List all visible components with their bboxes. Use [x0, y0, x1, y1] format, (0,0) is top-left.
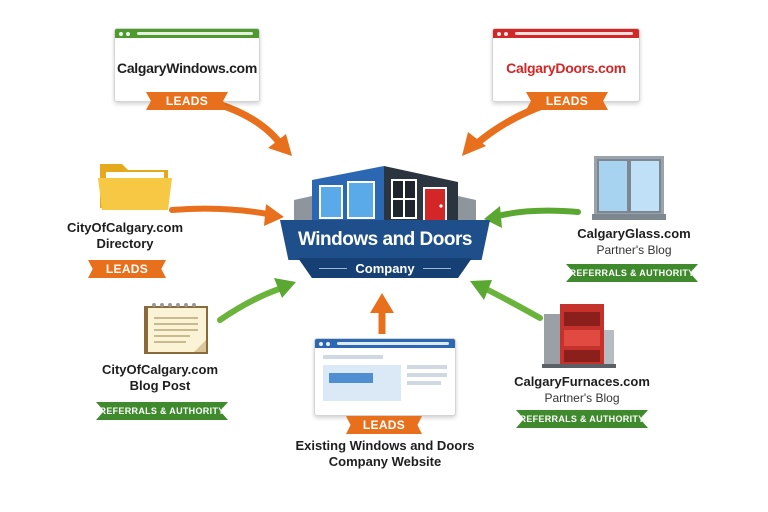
browser-window-icon — [492, 28, 640, 102]
glass-subtitle: Partner's Blog — [596, 243, 672, 257]
blog-post-label: CityOfCalgary.com Blog Post — [100, 362, 220, 394]
node-existing-website: LEADS Existing Windows and Doors Company… — [290, 338, 480, 478]
node-calgary-furnaces: CalgaryFurnaces.com Partner's Blog REFER… — [512, 300, 662, 432]
arrow-directory-to-center — [169, 204, 284, 226]
arrow-windows-to-center — [214, 100, 292, 156]
directory-subtitle: Directory — [96, 236, 154, 251]
furnaces-subtitle: Partner's Blog — [544, 391, 620, 405]
window-icon — [592, 156, 666, 220]
directory-label: CityOfCalgary.com Directory — [60, 220, 190, 252]
website-screenshot-icon — [314, 338, 456, 416]
referrals-badge: REFERRALS & AUTHORITY — [566, 264, 698, 282]
blog-post-title: CityOfCalgary.com — [101, 362, 219, 377]
company-subtitle-banner: Company — [298, 258, 472, 278]
company-subtitle: Company — [355, 260, 415, 276]
company-banner: Windows and Doors — [280, 220, 490, 260]
node-city-blog-post: CityOfCalgary.com Blog Post REFERRALS & … — [94, 300, 234, 422]
notepad-icon — [144, 303, 208, 354]
node-calgary-glass: CalgaryGlass.com Partner's Blog REFERRAL… — [566, 152, 702, 284]
existing-site-caption: Existing Windows and Doors Company Websi… — [290, 438, 480, 470]
furnaces-title: CalgaryFurnaces.com — [514, 374, 650, 389]
company-title: Windows and Doors — [298, 229, 472, 250]
existing-site-caption-line1: Existing Windows and Doors — [295, 438, 475, 453]
directory-title: CityOfCalgary.com — [66, 220, 184, 235]
site-name: CalgaryWindows.com — [117, 60, 257, 76]
arrow-glass-to-center — [484, 206, 581, 228]
glass-title: CalgaryGlass.com — [577, 226, 691, 241]
arrow-doors-to-center — [462, 100, 552, 156]
center-company-logo: Windows and Doors Company — [280, 160, 490, 280]
leads-badge: LEADS — [526, 92, 608, 110]
building-icon — [294, 166, 476, 223]
leads-badge: LEADS — [346, 416, 422, 434]
referrals-badge: REFERRALS & AUTHORITY — [516, 410, 648, 428]
furnaces-label: CalgaryFurnaces.com Partner's Blog — [512, 374, 652, 406]
folder-icon — [98, 164, 172, 210]
node-calgary-windows: CalgaryWindows.com LEADS — [114, 28, 260, 110]
arrow-blogpost-to-center — [217, 278, 296, 323]
arrow-existing-site-to-center — [370, 293, 394, 334]
leads-badge: LEADS — [88, 260, 166, 278]
glass-label: CalgaryGlass.com Partner's Blog — [566, 226, 702, 258]
leads-badge: LEADS — [146, 92, 228, 110]
site-name: CalgaryDoors.com — [506, 60, 626, 76]
node-calgary-doors: CalgaryDoors.com LEADS — [492, 28, 640, 110]
arrow-furnaces-to-center — [470, 280, 543, 321]
existing-site-caption-line2: Company Website — [328, 454, 442, 469]
browser-window-icon — [114, 28, 260, 102]
node-city-directory: CityOfCalgary.com Directory LEADS — [60, 156, 200, 280]
referrals-badge: REFERRALS & AUTHORITY — [96, 402, 228, 420]
blog-post-subtitle: Blog Post — [129, 378, 191, 393]
furnace-icon — [542, 304, 616, 368]
